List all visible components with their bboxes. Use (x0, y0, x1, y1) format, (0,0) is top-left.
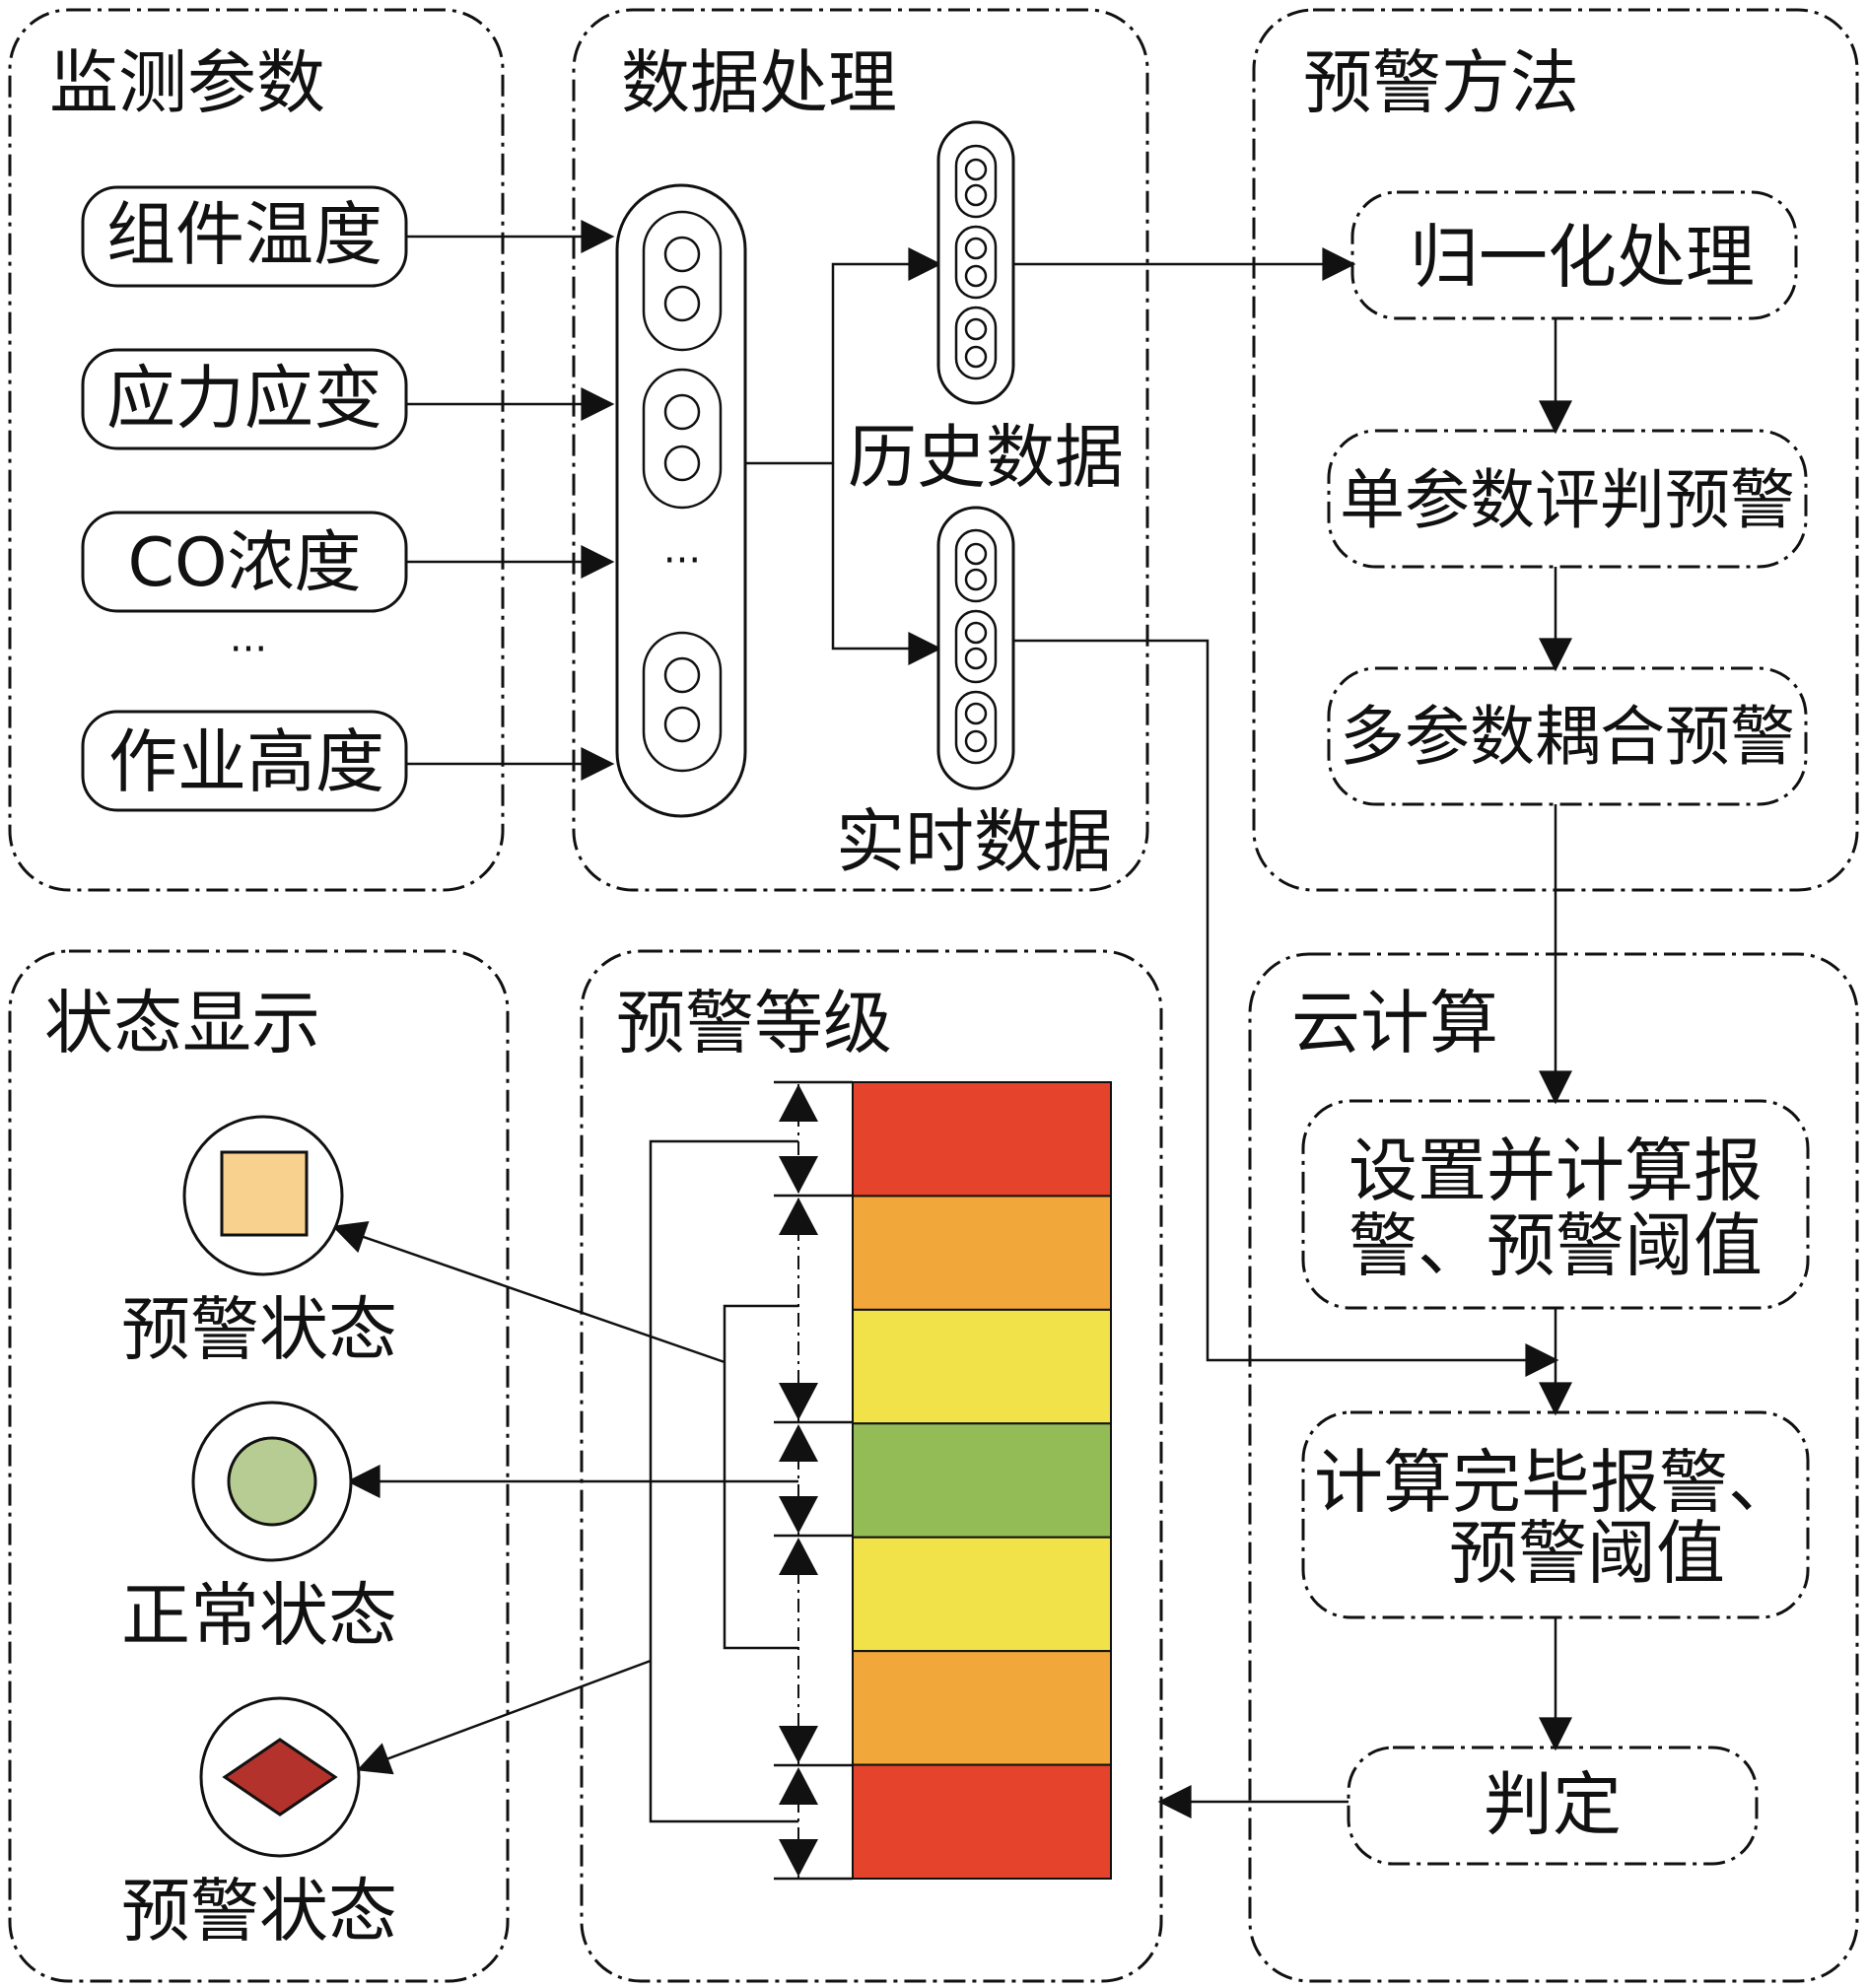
state-warning-1-label: 预警状态 (121, 1289, 397, 1370)
processing-panel: 数据处理 ··· (572, 8, 1149, 892)
set-threshold-line1: 设置并计算报 (1348, 1131, 1763, 1211)
state-warning-2: 预警状态 (121, 1696, 397, 1952)
level-band-4 (852, 1422, 1112, 1539)
set-threshold: 设置并计算报 警、预警阈值 (1301, 1099, 1810, 1310)
method-panel: 预警方法 归一化处理 单参数评判预警 多参数耦合预警 (1252, 8, 1859, 892)
level-band-2 (852, 1195, 1112, 1311)
param-temp: 组件温度 (81, 185, 408, 288)
diamond-icon (222, 1738, 338, 1817)
step-single-label: 单参数评判预警 (1340, 462, 1795, 538)
cloud-title: 云计算 (1291, 983, 1498, 1063)
state-normal-label: 正常状态 (121, 1575, 397, 1656)
computed-threshold: 计算完毕报警、 预警阈值 (1301, 1410, 1810, 1619)
level-band-1 (852, 1081, 1112, 1198)
computed-threshold-line2: 预警阈值 (1449, 1513, 1725, 1594)
param-temp-label: 组件温度 (106, 194, 382, 275)
step-multi: 多参数耦合预警 (1327, 666, 1808, 806)
status-title: 状态显示 (44, 983, 320, 1063)
step-normalize: 归一化处理 (1350, 190, 1798, 320)
status-panel: 状态显示 预警状态 正常状态 预警状态 (8, 949, 510, 1983)
monitoring-panel: 监测参数 组件温度 应力应变 CO浓度 ··· 作业高度 (8, 8, 505, 892)
param-height: 作业高度 (81, 710, 408, 812)
capsule-ellipsis: ··· (663, 538, 701, 583)
set-threshold-line2: 警、预警阈值 (1348, 1205, 1763, 1286)
param-co: CO浓度 (81, 511, 408, 613)
input-capsule: ··· (615, 183, 747, 818)
step-normalize-label: 归一化处理 (1410, 217, 1755, 298)
param-height-label: 作业高度 (108, 721, 384, 802)
param-co-label: CO浓度 (127, 524, 361, 602)
state-warning-2-label: 预警状态 (121, 1871, 397, 1952)
level-markers (774, 1080, 853, 1881)
level-band-6 (852, 1650, 1112, 1766)
level-band-5 (852, 1536, 1112, 1653)
param-ellipsis: ··· (230, 627, 267, 672)
square-icon (220, 1150, 309, 1237)
state-normal: 正常状态 (121, 1401, 397, 1656)
step-multi-label: 多参数耦合预警 (1340, 699, 1795, 775)
history-capsule (936, 120, 1015, 405)
level-band-3 (852, 1308, 1112, 1425)
circle-icon (227, 1436, 317, 1527)
judge-box: 判定 (1347, 1746, 1759, 1866)
method-title: 预警方法 (1303, 42, 1579, 123)
realtime-capsule (936, 506, 1015, 790)
param-arrows (406, 220, 615, 781)
level-band-7 (852, 1763, 1112, 1880)
state-warning-1: 预警状态 (121, 1115, 397, 1370)
param-stress: 应力应变 (81, 348, 408, 450)
realtime-label: 实时数据 (836, 801, 1112, 882)
computed-threshold-line1: 计算完毕报警、 (1314, 1442, 1797, 1523)
levels-panel: 预警等级 (580, 949, 1163, 1983)
param-stress-label: 应力应变 (106, 358, 382, 439)
levels-title: 预警等级 (616, 983, 892, 1063)
cloud-panel: 云计算 设置并计算报 警、预警阈值 计算完毕报警、 预警阈值 判定 (1248, 952, 1859, 1983)
processing-title: 数据处理 (621, 42, 897, 123)
judge-label: 判定 (1484, 1764, 1622, 1845)
level-bands (852, 1081, 1112, 1880)
step-single: 单参数评判预警 (1327, 429, 1808, 569)
monitoring-title: 监测参数 (49, 42, 325, 123)
history-label: 历史数据 (848, 417, 1124, 498)
